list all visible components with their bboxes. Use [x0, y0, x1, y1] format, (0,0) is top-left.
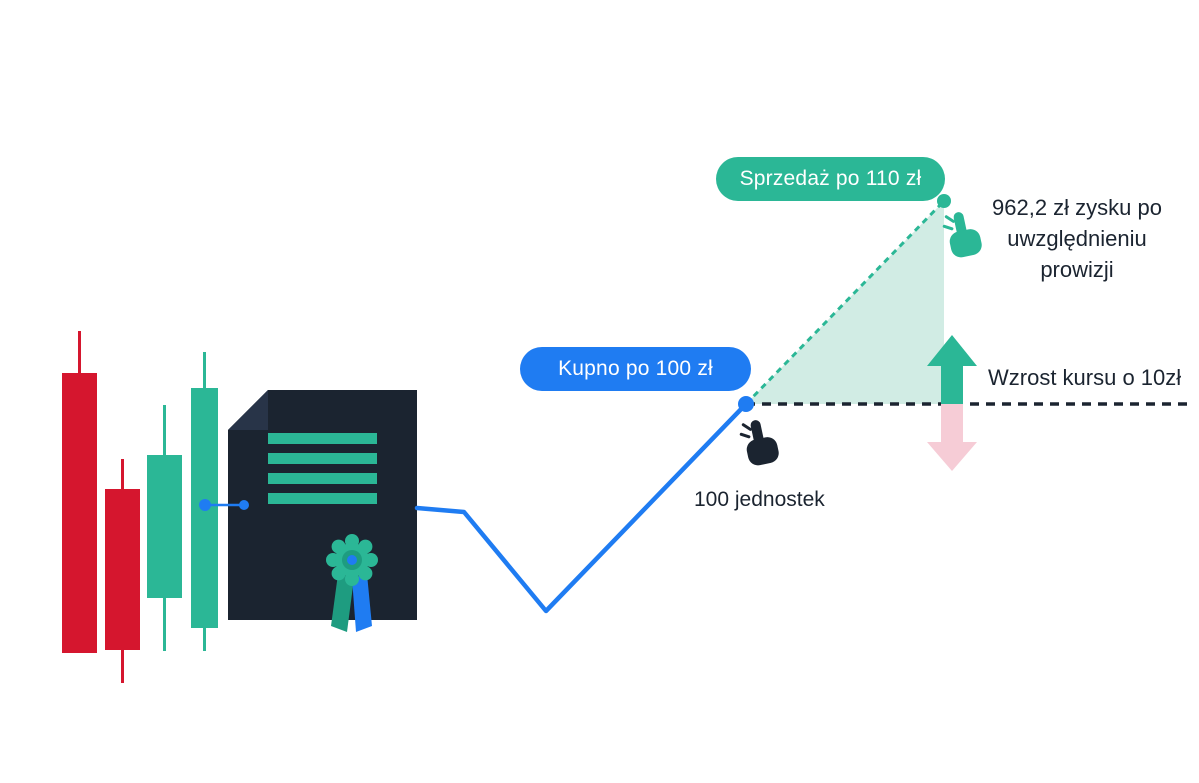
text-line-bar [268, 453, 377, 464]
connector-dot [199, 499, 211, 511]
ribbon-left [331, 574, 354, 632]
red-candle-2 [105, 459, 140, 683]
red-candle-1 [62, 331, 97, 653]
profit-triangle [746, 201, 944, 404]
buy-point-dot [738, 396, 754, 412]
up-arrow-icon [927, 335, 977, 404]
click-hand-dark-icon [739, 420, 779, 466]
ribbon-right [352, 574, 372, 632]
text-line-bar [268, 493, 377, 504]
down-arrow-icon [927, 404, 977, 471]
price-line [414, 401, 749, 614]
sell-badge: Sprzedaż po 110 zł [716, 157, 945, 201]
folded-corner [228, 390, 268, 430]
text-line-bar [268, 433, 377, 444]
document-text-lines [268, 433, 377, 504]
profit-note-line: uwzględnieniu [1007, 226, 1147, 251]
certificate-seal [326, 534, 378, 632]
candle-body [105, 489, 140, 650]
profit-note-line: prowizji [1040, 257, 1114, 282]
connector-dots [199, 499, 249, 511]
price-rise-note: Wzrost kursu o 10zł [988, 365, 1182, 390]
profit-note: 962,2 zł zysku po uwzględnieniu prowizji [972, 192, 1182, 285]
candle-body [147, 455, 182, 598]
profit-note-line: 962,2 zł zysku po [992, 195, 1162, 220]
units-note: 100 jednostek [694, 488, 825, 511]
click-hand-teal-icon [942, 212, 982, 258]
buy-badge: Kupno po 100 zł [520, 347, 751, 391]
certificate-icon [228, 390, 417, 632]
connector-dot [239, 500, 249, 510]
candle-body [62, 373, 97, 653]
candlestick-chart [62, 331, 218, 683]
teal-candle-1 [147, 405, 182, 651]
sell-point-dot [937, 194, 951, 208]
seal-center-dot [347, 555, 357, 565]
trend-dashed-line [744, 199, 946, 406]
text-line-bar [268, 473, 377, 484]
